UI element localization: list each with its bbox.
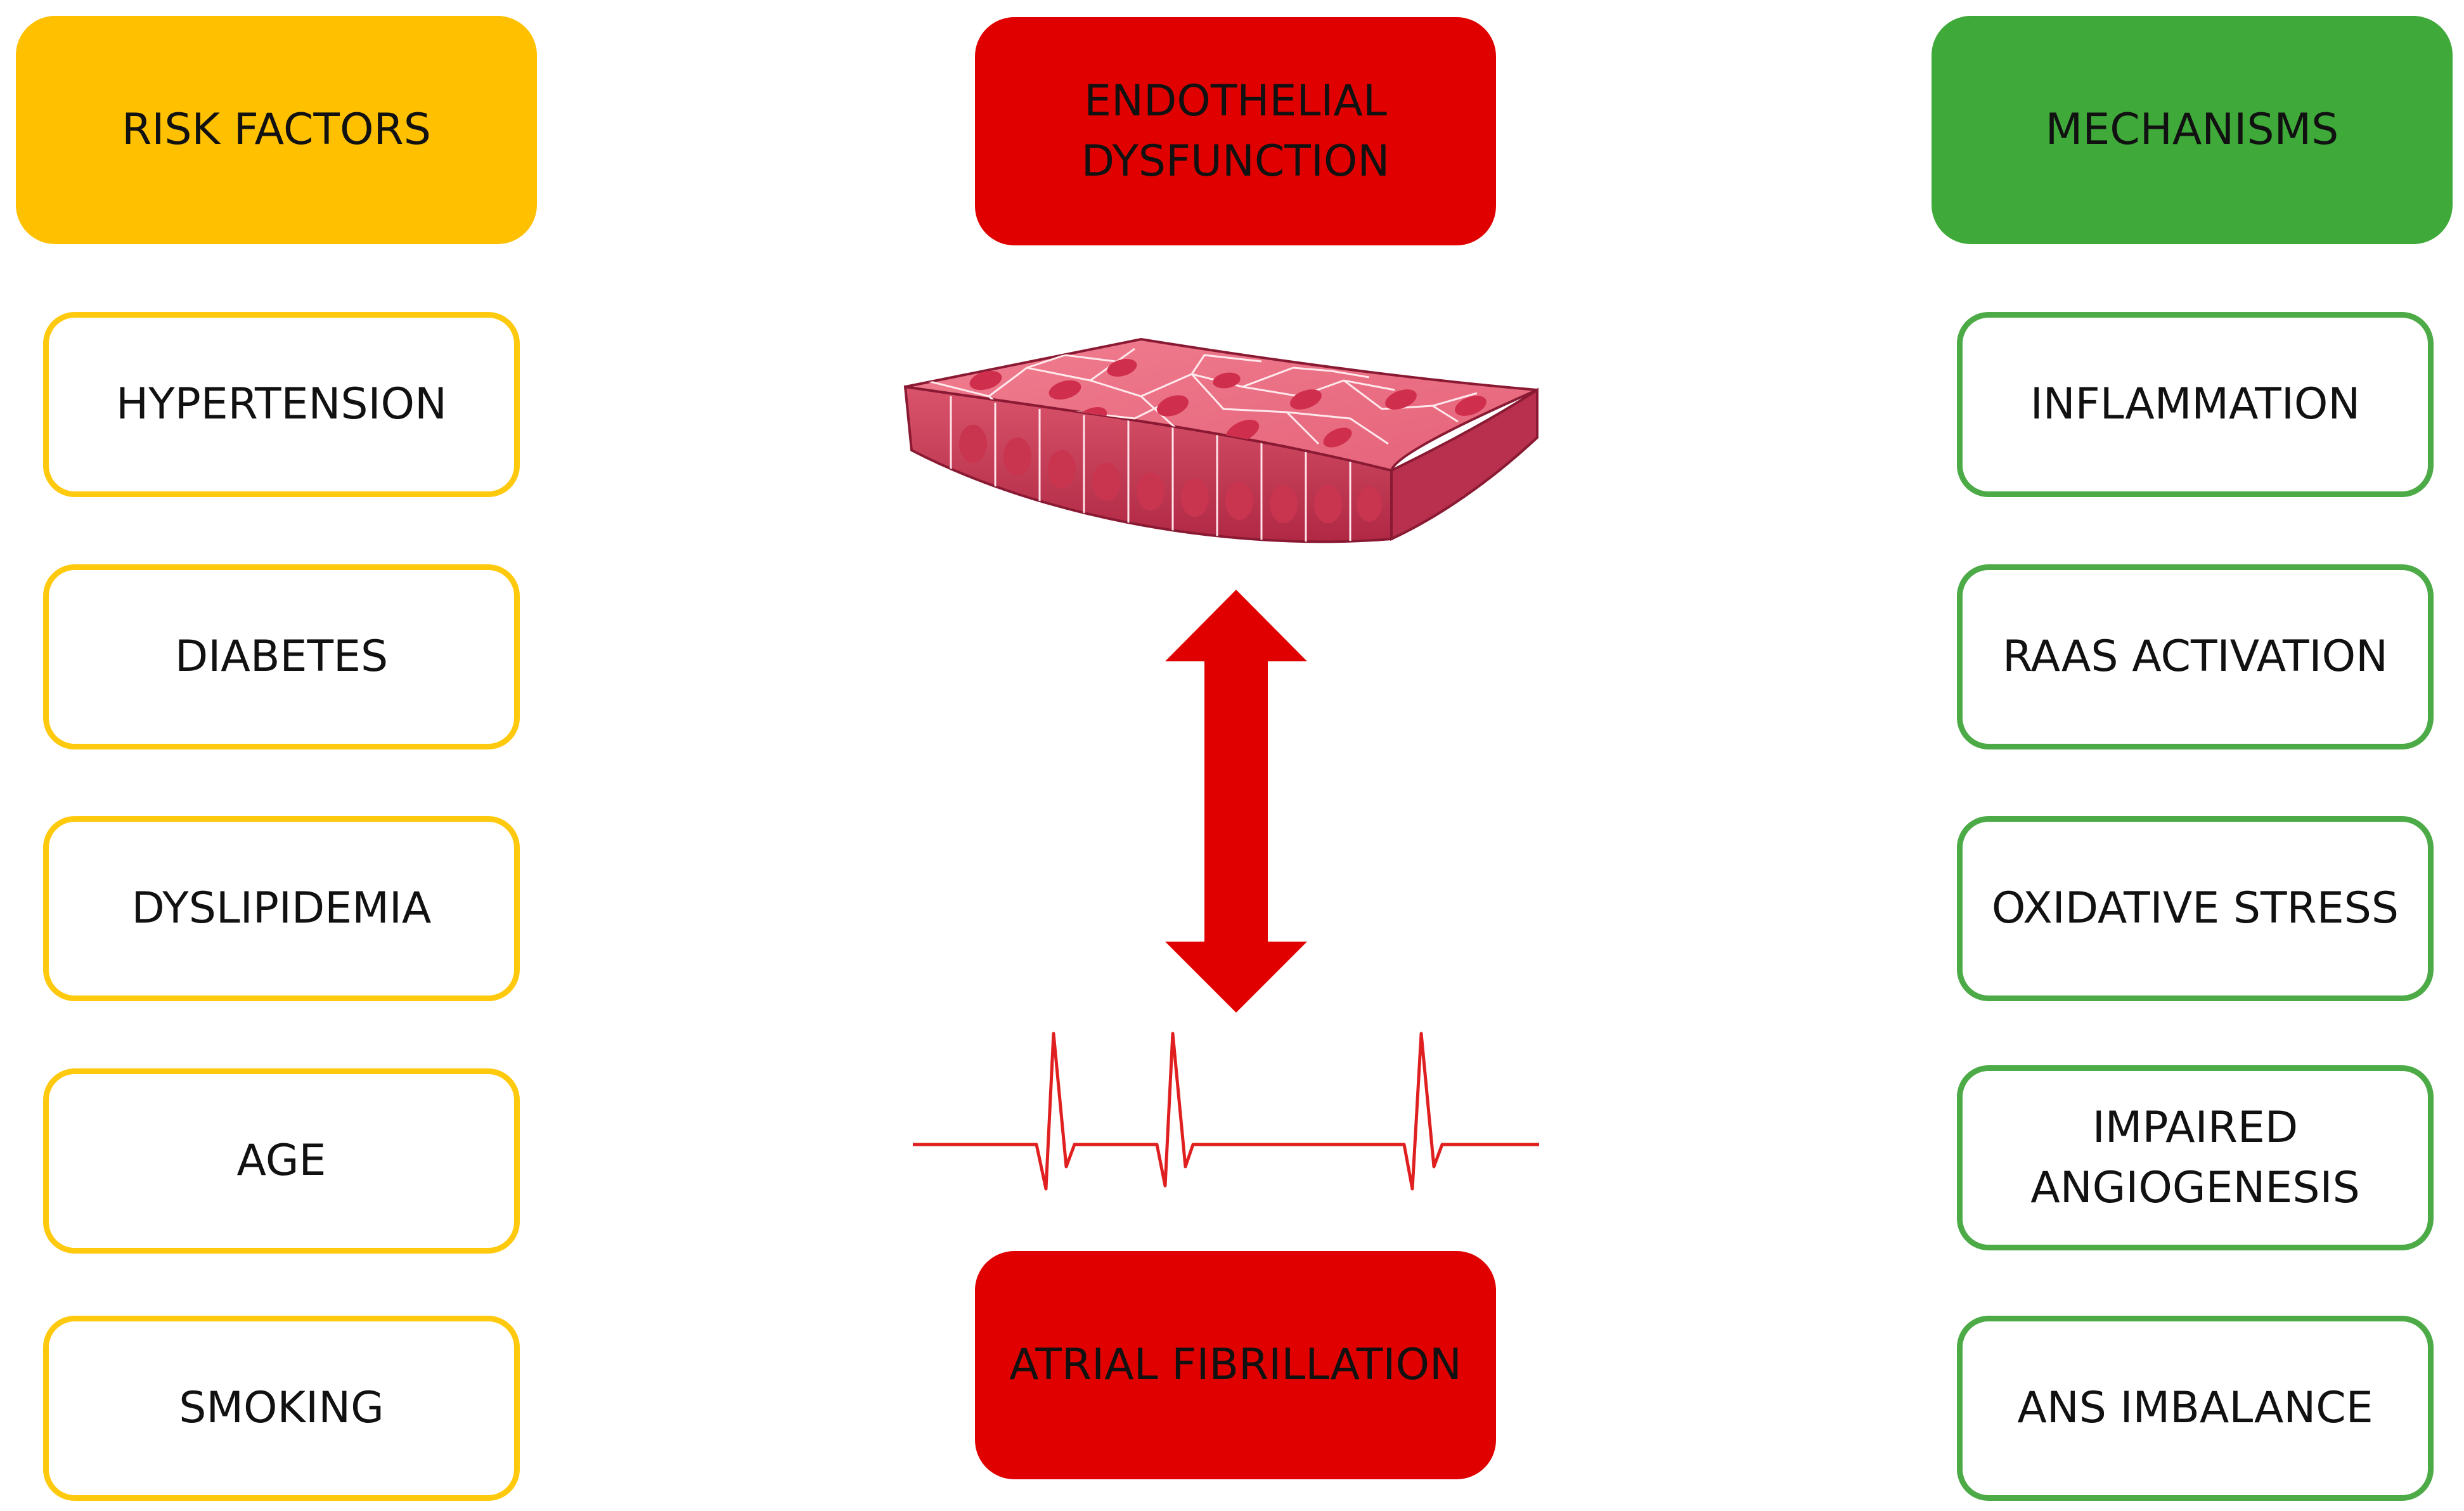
atrial-fibrillation-label: ATRIAL FIBRILLATION [1009,1340,1462,1391]
endothelium-tissue-icon [903,337,1538,543]
risk-factor-label: SMOKING [179,1383,384,1434]
mechanism-label-line2: ANGIOGENESIS [2030,1163,2360,1213]
risk-factor-box: DIABETES [43,564,520,749]
risk-factors-header: RISK FACTORS [16,16,537,244]
risk-factor-box: SMOKING [43,1316,520,1501]
mechanism-label: INFLAMMATION [2030,379,2361,430]
risk-factor-label: HYPERTENSION [116,379,447,430]
risk-factor-box: HYPERTENSION [43,312,520,497]
endothelial-label-line2: DYSFUNCTION [1081,136,1390,186]
risk-factor-box: DYSLIPIDEMIA [43,816,520,1001]
atrial-fibrillation-header: ATRIAL FIBRILLATION [975,1251,1496,1479]
mechanism-label: RAAS ACTIVATION [2003,632,2388,682]
risk-factor-label: DIABETES [174,632,389,682]
endothelial-dysfunction-header: ENDOTHELIAL DYSFUNCTION [975,17,1496,245]
risk-factor-box: AGE [43,1068,520,1254]
mechanisms-header-label: MECHANISMS [2045,105,2339,155]
tissue-side-face [1390,387,1538,541]
ecg-trace-icon [913,1032,1539,1191]
endothelial-dysfunction-label: ENDOTHELIAL DYSFUNCTION [1081,71,1390,191]
mechanism-box: OXIDATIVE STRESS [1957,816,2434,1001]
risk-factor-label: DYSLIPIDEMIA [131,883,432,934]
mechanism-label: OXIDATIVE STRESS [1991,883,2399,934]
mechanism-box: INFLAMMATION [1957,312,2434,497]
risk-factor-label: AGE [236,1136,326,1186]
mechanism-box: ANS IMBALANCE [1957,1316,2434,1501]
mechanism-label-line1: IMPAIRED [2092,1102,2299,1153]
endothelial-label-line1: ENDOTHELIAL [1084,75,1387,126]
mechanism-label: ANS IMBALANCE [2017,1383,2373,1434]
mechanism-box: IMPAIRED ANGIOGENESIS [1957,1065,2434,1250]
mechanism-label: IMPAIRED ANGIOGENESIS [2030,1098,2360,1218]
mechanism-box: RAAS ACTIVATION [1957,564,2434,749]
risk-factors-header-label: RISK FACTORS [122,105,431,155]
mechanisms-header: MECHANISMS [1932,16,2453,244]
bidirectional-arrow-icon [1165,590,1307,1013]
